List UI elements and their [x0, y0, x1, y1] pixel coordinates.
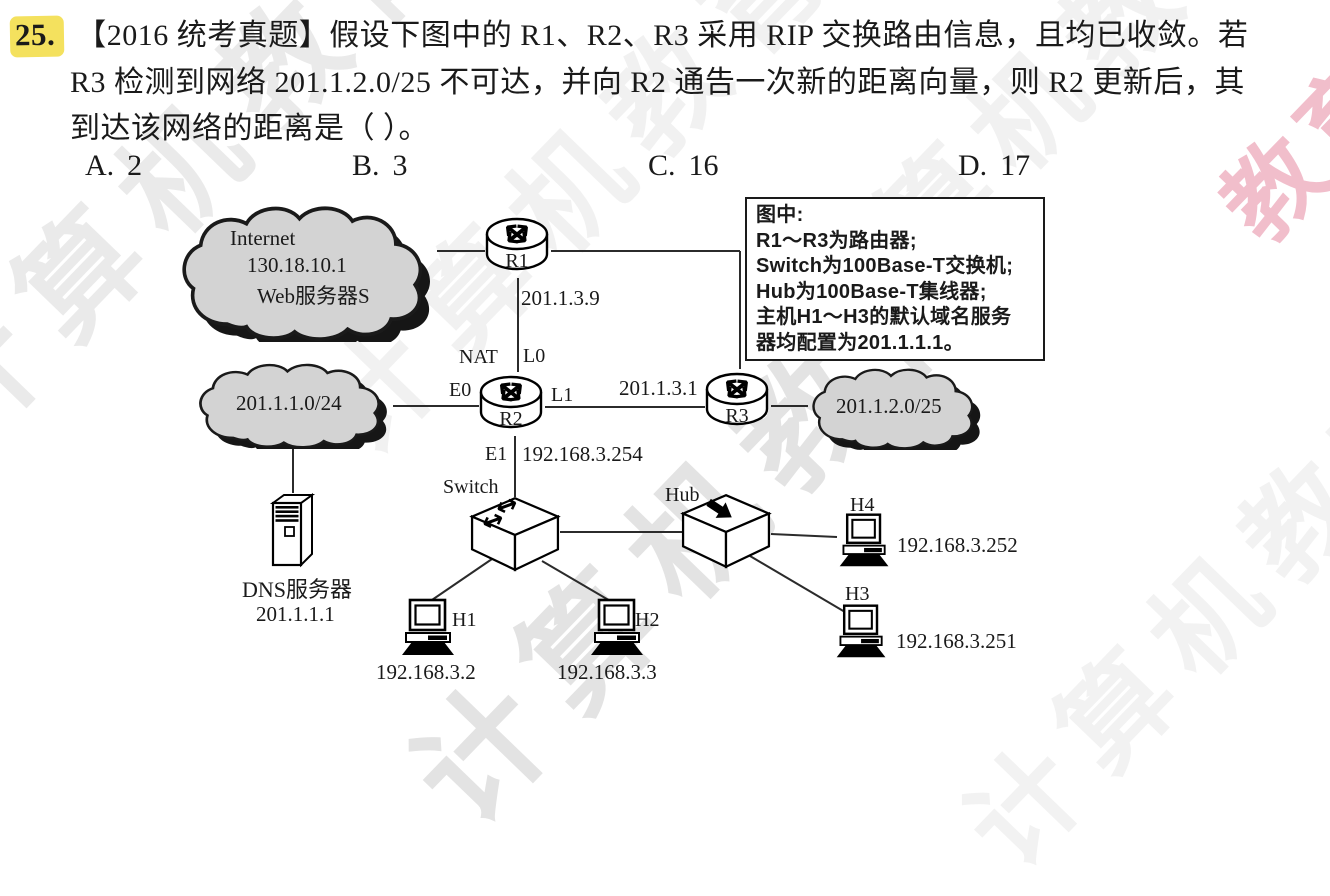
hub-label: Hub	[665, 484, 700, 506]
router-icon	[705, 372, 769, 426]
option-b-value: 3	[392, 149, 408, 182]
cloud-shape	[199, 363, 387, 456]
r2-e1-ip-label: 192.168.3.254	[522, 442, 643, 466]
hub-arrow-icon	[706, 498, 732, 518]
link-hub-h3	[749, 555, 846, 613]
host-h4	[835, 511, 895, 569]
option-a-label: A.	[85, 149, 115, 182]
h2-ip-label: 192.168.3.3	[557, 660, 657, 684]
router-r3: ↔↔ R3	[703, 364, 771, 433]
h4-label: H4	[850, 494, 875, 516]
r2-label: R2	[499, 408, 523, 430]
option-a: A. 2	[85, 149, 142, 183]
host-h2	[586, 597, 650, 657]
diagram-links-layer	[292, 250, 846, 613]
cloud-shape	[812, 368, 981, 457]
r1-label: R1	[505, 250, 529, 272]
switch: ↔↔	[469, 488, 561, 573]
link-hub-h4	[770, 533, 838, 538]
host-h3	[832, 602, 892, 660]
legend-line: Switch为100Base-T交换机;	[756, 255, 1014, 277]
computer-icon	[591, 598, 643, 655]
legend-line: R1～R3为路由器;	[756, 229, 917, 252]
router-icon	[479, 375, 543, 429]
h1-label: H1	[452, 609, 477, 631]
question-number: 25.	[9, 15, 65, 58]
host-h1	[397, 597, 461, 657]
option-b: B. 3	[352, 149, 408, 183]
cloud-shape	[182, 206, 430, 351]
dns-label: DNS服务器	[242, 577, 353, 602]
r1-ip-label: 201.1.3.9	[521, 286, 600, 310]
option-d-value: 17	[1000, 149, 1031, 182]
legend-line: Hub为100Base-T集线器;	[756, 280, 987, 303]
r2-l1-label: L1	[551, 384, 574, 406]
r2-e0-label: E0	[449, 379, 472, 401]
r2-r3-link-ip-label: 201.1.3.1	[619, 376, 698, 400]
internet-cloud: Internet 130.18.10.1 Web服务器S	[173, 202, 438, 351]
h2-label: H2	[635, 609, 660, 631]
lan-network-label: 201.1.1.0/24	[236, 391, 342, 415]
legend-line: 主机H1～H3的默认域名服务	[756, 306, 1012, 328]
question-text: 【2016 统考真题】假设下图中的 R1、R2、R3 采用 RIP 交换路由信息…	[76, 19, 1249, 52]
dns-ip-label: 201.1.1.1	[256, 602, 335, 626]
option-c: C. 16	[648, 149, 719, 183]
link-switch-h2	[541, 560, 613, 603]
legend-line: 器均配置为201.1.1.1。	[756, 331, 964, 354]
h3-ip-label: 192.168.3.251	[896, 629, 1017, 653]
lan-cloud: 201.1.1.0/24	[192, 361, 392, 456]
router-r1: ↔↔ R1	[483, 209, 551, 278]
computer-icon	[836, 604, 886, 658]
hub	[680, 492, 772, 572]
h3-label: H3	[845, 583, 870, 605]
option-d: D. 17	[958, 149, 1030, 183]
switch-icon	[469, 496, 561, 572]
remote-network-label: 201.1.2.0/25	[836, 394, 942, 418]
r2-l0-label: L0	[523, 345, 546, 367]
legend-box: 图中: R1～R3为路由器; Switch为100Base-T交换机; Hub为…	[745, 197, 1045, 361]
option-c-value: 16	[688, 149, 719, 182]
option-c-label: C.	[648, 149, 676, 182]
r2-nat-label: NAT	[459, 346, 498, 368]
legend-line: 图中:	[756, 204, 804, 226]
server-tower-icon	[269, 493, 316, 568]
r3-label: R3	[725, 405, 749, 427]
r2-e1-label: E1	[485, 443, 508, 465]
hub-icon	[680, 493, 772, 569]
internet-label: Internet	[230, 226, 296, 250]
h4-ip-label: 192.168.3.252	[897, 533, 1018, 557]
question-line-1: 25. 【2016 统考真题】假设下图中的 R1、R2、R3 采用 RIP 交换路…	[9, 10, 1249, 58]
dns-server	[262, 491, 324, 569]
router-icon	[485, 217, 549, 271]
question-line-2: R3 检测到网络 201.1.2.0/25 不可达，并向 R2 通告一次新的距离…	[70, 66, 1245, 99]
option-a-value: 2	[127, 149, 143, 182]
switch-label: Switch	[443, 476, 499, 498]
computer-icon	[839, 513, 889, 567]
remote-cloud: 201.1.2.0/25	[806, 366, 984, 457]
h1-ip-label: 192.168.3.2	[376, 660, 476, 684]
option-d-label: D.	[958, 149, 988, 182]
computer-icon	[402, 598, 454, 655]
router-r2: ↔↔ R2	[477, 367, 545, 436]
option-b-label: B.	[352, 149, 380, 182]
link-switch-h1	[428, 558, 493, 603]
question-line-3: 到达该网络的距离是（ ）。	[70, 112, 429, 145]
internet-ip: 130.18.10.1	[247, 253, 347, 277]
web-server-label: Web服务器S	[257, 284, 370, 308]
